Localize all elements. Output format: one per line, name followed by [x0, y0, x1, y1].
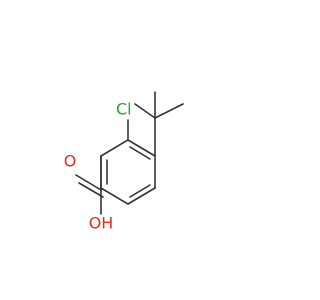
benzene-ring: [100, 139, 156, 205]
double-bond-inner-c1-c2: [129, 146, 151, 160]
bond-ccarboxyl-o-double-a: [75, 174, 102, 191]
bond-cq-methyl-left: [134, 103, 156, 119]
carboxylic-acid-group: [75, 155, 104, 215]
double-bond-inner-c3-c4: [129, 184, 151, 198]
structure-canvas: Cl O OH: [64, 91, 184, 233]
atom-chlorine: Cl: [116, 100, 132, 119]
bond-c1-c2: [127, 139, 156, 157]
atom-carbonyl-oxygen: O: [64, 152, 77, 171]
bond-c4-c5: [100, 187, 129, 205]
molecule-drawing: Cl O OH: [64, 91, 184, 233]
tert-butyl-group: [134, 91, 184, 157]
bond-cq-methyl-right: [154, 103, 184, 119]
bond-c3-c4: [127, 187, 156, 205]
bond-c6-c1: [100, 139, 129, 157]
atom-hydroxyl: OH: [89, 214, 114, 233]
bond-ccarboxyl-o-double-b: [78, 182, 104, 198]
